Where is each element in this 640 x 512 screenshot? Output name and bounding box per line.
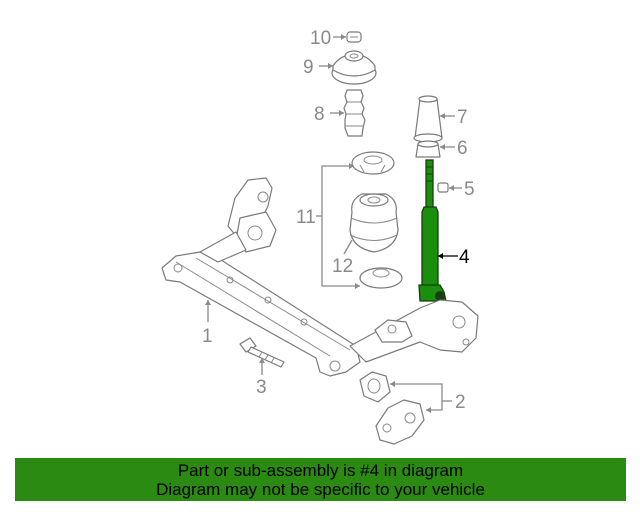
callout-3[interactable]: 3 — [256, 377, 267, 398]
part-1-axle-beam[interactable] — [161, 177, 479, 377]
part-7-dust-boot[interactable] — [413, 95, 443, 143]
part-2-bushing[interactable] — [359, 371, 391, 403]
part-6-spacer[interactable] — [415, 140, 441, 158]
callout-12[interactable]: 12 — [332, 256, 353, 277]
banner-line-1: Part or sub-assembly is #4 in diagram — [177, 461, 464, 480]
part-4-shock-absorber[interactable] — [418, 159, 447, 302]
callout-5[interactable]: 5 — [464, 179, 475, 200]
leader-lines — [205, 34, 462, 413]
parts-diagram: 10 9 8 7 6 5 4 11 12 1 3 2 — [161, 28, 479, 445]
part-9-upper-mount[interactable] — [331, 50, 377, 85]
part-5-nut[interactable] — [437, 182, 449, 193]
callout-1[interactable]: 1 — [202, 326, 213, 347]
callout-4[interactable]: 4 — [459, 247, 470, 268]
part-10-nut[interactable] — [346, 31, 362, 43]
part-3-bolt[interactable] — [239, 337, 285, 368]
part-11-insulator-upper[interactable] — [351, 151, 395, 175]
info-banner: Part or sub-assembly is #4 in diagram Di… — [15, 458, 626, 501]
callout-8[interactable]: 8 — [314, 104, 325, 125]
part-8-bump-stop[interactable] — [343, 89, 366, 137]
callout-9[interactable]: 9 — [303, 57, 314, 78]
callout-11[interactable]: 11 — [296, 207, 316, 228]
callout-2[interactable]: 2 — [455, 392, 466, 413]
callout-6[interactable]: 6 — [457, 138, 468, 159]
banner-line-2: Diagram may not be specific to your vehi… — [156, 480, 485, 499]
callout-10[interactable]: 10 — [310, 28, 331, 49]
part-11-insulator-lower[interactable] — [359, 267, 403, 289]
callout-7[interactable]: 7 — [457, 107, 468, 128]
part-12-spring-insulator[interactable] — [349, 193, 399, 253]
part-2-bracket[interactable] — [375, 399, 425, 445]
